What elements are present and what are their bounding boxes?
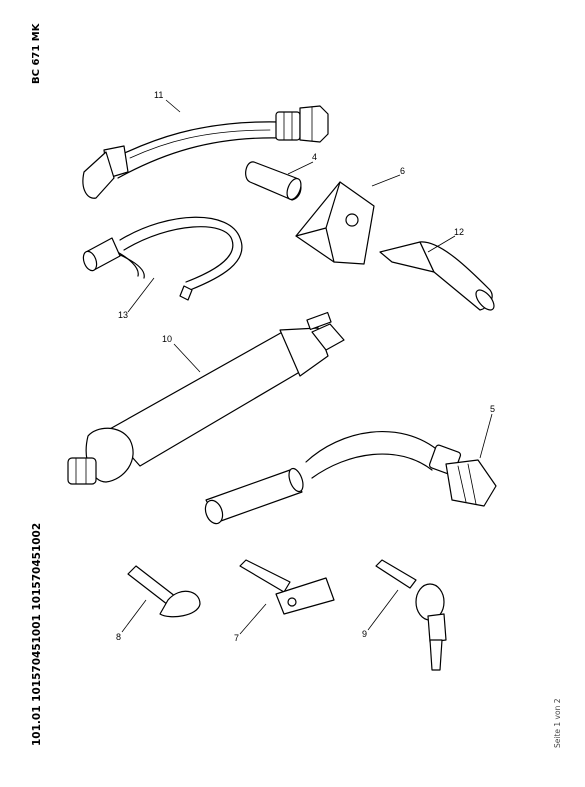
part-5-curved-hose xyxy=(204,431,497,525)
part-13-coiled-tube xyxy=(82,216,243,301)
part-6-wedge-block xyxy=(295,181,375,265)
part-11-hose-assembly xyxy=(82,105,329,199)
callout-11: 11 xyxy=(154,90,163,100)
part-10-pump-cylinder xyxy=(67,311,345,485)
callout-6: 6 xyxy=(400,166,405,176)
part-12-conical-nozzle xyxy=(379,241,495,311)
callout-4: 4 xyxy=(312,152,317,162)
part-7-ignition-key xyxy=(239,559,335,615)
callout-10: 10 xyxy=(162,334,172,344)
part-4-cylinder xyxy=(245,161,302,201)
callout-7: 7 xyxy=(234,633,239,643)
callout-8: 8 xyxy=(116,632,121,642)
callout-5: 5 xyxy=(490,404,495,414)
callout-12: 12 xyxy=(454,227,464,237)
leader-lines xyxy=(121,99,493,635)
part-8-triangle-key xyxy=(127,565,201,618)
part-9-key-set xyxy=(375,559,447,671)
callout-13: 13 xyxy=(118,310,128,320)
callout-9: 9 xyxy=(362,629,367,639)
